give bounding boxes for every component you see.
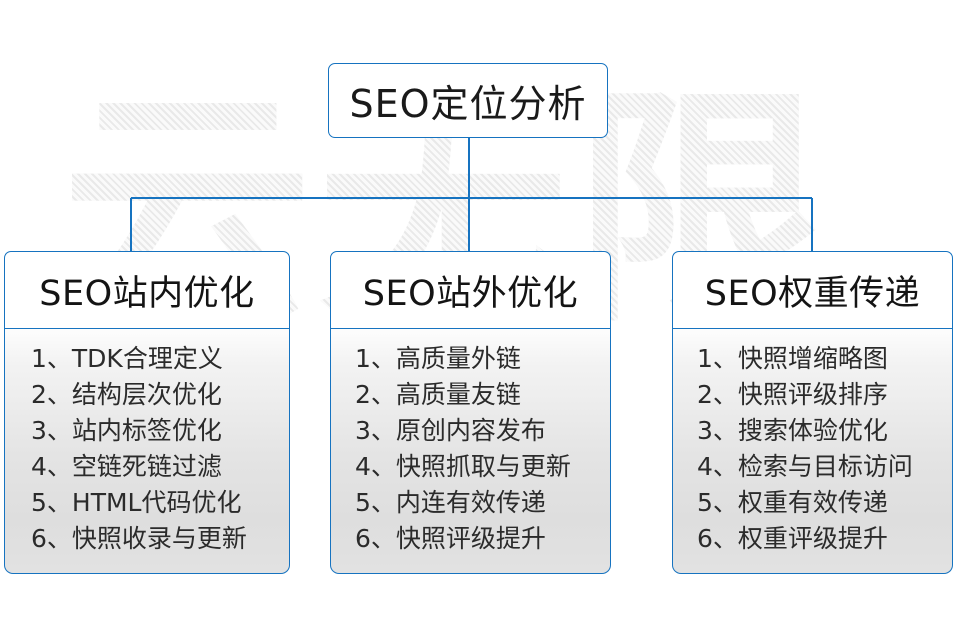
- list-item: 3、站内标签优化: [31, 416, 222, 445]
- list-item: 5、内连有效传递: [355, 488, 546, 517]
- branch-body-seo-onsite: 1、TDK合理定义 2、结构层次优化 3、站内标签优化 4、空链死链过滤 5、H…: [4, 329, 290, 574]
- list-item: 6、权重评级提升: [697, 524, 888, 553]
- list-item: 4、快照抓取与更新: [355, 452, 571, 481]
- branch-body-seo-offsite: 1、高质量外链 2、高质量友链 3、原创内容发布 4、快照抓取与更新 5、内连有…: [330, 329, 611, 574]
- list-item: 3、原创内容发布: [355, 416, 546, 445]
- branch-header-seo-offsite[interactable]: SEO站外优化: [330, 251, 611, 329]
- list-item: 3、搜索体验优化: [697, 416, 888, 445]
- list-item: 2、高质量友链: [355, 380, 521, 409]
- root-node[interactable]: SEO定位分析: [328, 63, 608, 138]
- branch-column-seo-weight[interactable]: SEO权重传递 1、快照增缩略图 2、快照评级排序 3、搜索体验优化 4、检索与…: [672, 251, 953, 574]
- list-item: 6、快照评级提升: [355, 524, 546, 553]
- list-item: 1、高质量外链: [355, 344, 521, 373]
- list-item: 2、快照评级排序: [697, 380, 888, 409]
- branch-header-seo-weight[interactable]: SEO权重传递: [672, 251, 953, 329]
- branch-body-seo-weight: 1、快照增缩略图 2、快照评级排序 3、搜索体验优化 4、检索与目标访问 5、权…: [672, 329, 953, 574]
- list-item: 1、TDK合理定义: [31, 344, 223, 373]
- list-item: 5、HTML代码优化: [31, 488, 242, 517]
- branch-item-list: 1、快照增缩略图 2、快照评级排序 3、搜索体验优化 4、检索与目标访问 5、权…: [673, 341, 952, 557]
- branch-title: SEO站内优化: [39, 273, 255, 314]
- list-item: 4、空链死链过滤: [31, 452, 222, 481]
- branch-item-list: 1、高质量外链 2、高质量友链 3、原创内容发布 4、快照抓取与更新 5、内连有…: [331, 341, 610, 557]
- branch-column-seo-onsite[interactable]: SEO站内优化 1、TDK合理定义 2、结构层次优化 3、站内标签优化 4、空链…: [4, 251, 290, 574]
- list-item: 2、结构层次优化: [31, 380, 222, 409]
- list-item: 4、检索与目标访问: [697, 452, 913, 481]
- branch-column-seo-offsite[interactable]: SEO站外优化 1、高质量外链 2、高质量友链 3、原创内容发布 4、快照抓取与…: [330, 251, 611, 574]
- list-item: 6、快照收录与更新: [31, 524, 247, 553]
- branch-header-seo-onsite[interactable]: SEO站内优化: [4, 251, 290, 329]
- list-item: 5、权重有效传递: [697, 488, 888, 517]
- branch-title: SEO权重传递: [704, 273, 921, 314]
- branch-title: SEO站外优化: [362, 273, 579, 314]
- list-item: 1、快照增缩略图: [697, 344, 888, 373]
- root-node-label: SEO定位分析: [349, 82, 587, 126]
- branch-item-list: 1、TDK合理定义 2、结构层次优化 3、站内标签优化 4、空链死链过滤 5、H…: [5, 341, 289, 557]
